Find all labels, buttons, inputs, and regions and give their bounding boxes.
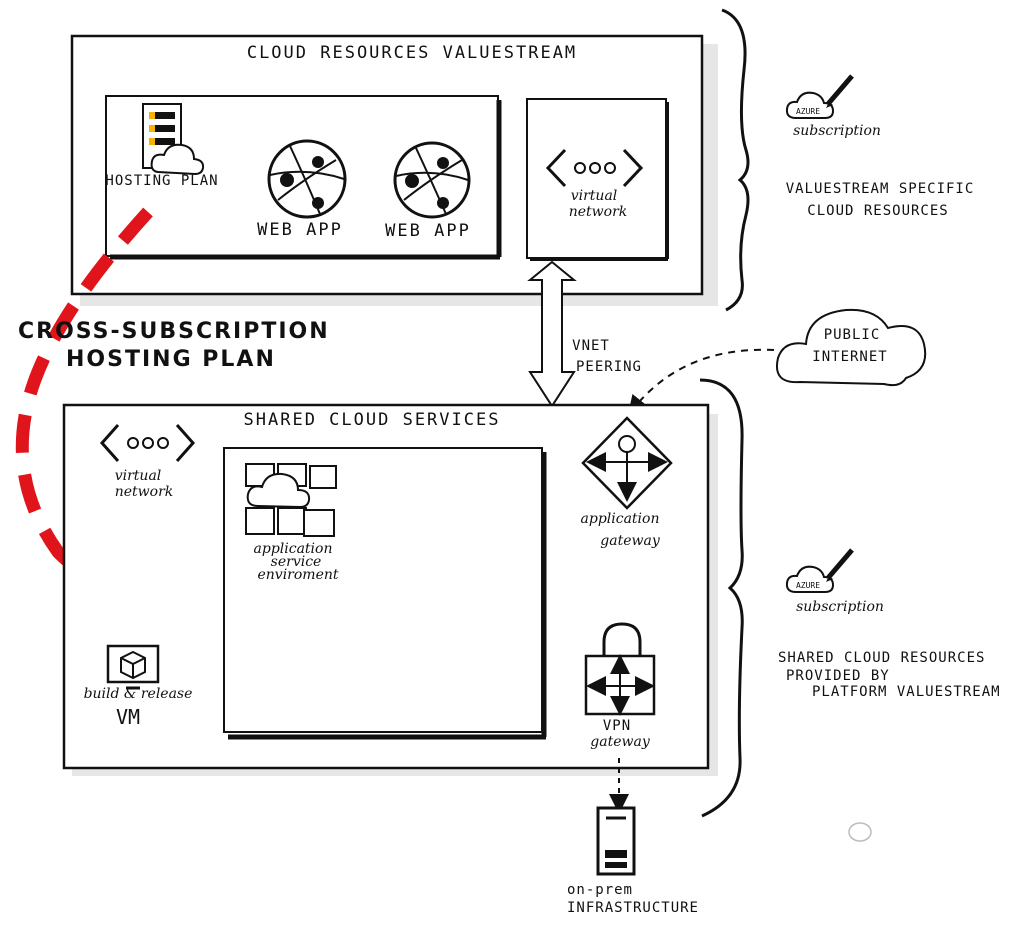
top-desc-line-1: VALUESTREAM SPECIFIC [786, 181, 975, 197]
virtual-network-icon [99, 424, 196, 462]
azure-badge: AZURE [796, 581, 820, 590]
app-service-environment-icon [245, 463, 337, 537]
hosting-plan-label: HOSTING PLAN [105, 173, 218, 189]
internet-connection-arrow [627, 348, 775, 416]
vnet-top-label-2: network [569, 204, 628, 220]
cross-sub-line-1: CROSS-SUBSCRIPTION [18, 319, 330, 344]
vpn-gateway-label-2: gateway [590, 734, 651, 750]
peering-label-2: PEERING [576, 359, 642, 375]
build-vm-label-2: VM [116, 705, 140, 729]
vpn-gateway-label-1: VPN [603, 718, 631, 734]
application-gateway-icon [581, 416, 673, 510]
on-prem-server-icon [596, 806, 636, 876]
azure-badge: AZURE [796, 107, 820, 116]
vpn-gateway-icon [584, 622, 656, 716]
top-subscription-brace [721, 8, 750, 312]
bottom-desc-line-1: SHARED CLOUD RESOURCES [778, 650, 985, 666]
bottom-box-title: SHARED CLOUD SERVICES [244, 410, 501, 430]
vnet-top-label-1: virtual [571, 188, 618, 204]
web-app-icon [267, 139, 347, 219]
vnet-bottom-label-1: virtual [115, 468, 162, 484]
small-doodle [848, 822, 872, 842]
web-app-2-label: WEB APP [385, 221, 471, 241]
app-gateway-label-1: application [581, 511, 660, 527]
virtual-network-icon [545, 148, 644, 188]
ase-label-1: application [254, 541, 333, 557]
bottom-desc-line-3: PLATFORM VALUESTREAM [812, 684, 1001, 700]
build-release-vm-icon [106, 644, 160, 690]
hosting-plan-icon [142, 103, 205, 176]
bottom-subscription-label: subscription [796, 599, 884, 615]
virtual-network-top-frame [526, 98, 669, 261]
ase-label-3: enviroment [257, 567, 338, 583]
public-internet-line-2: INTERNET [812, 349, 887, 365]
top-box-title: CLOUD RESOURCES VALUESTREAM [247, 43, 577, 63]
ase-label-2: service [271, 554, 322, 570]
web-app-icon [393, 141, 471, 219]
build-vm-label-1: build & release [84, 686, 193, 702]
cross-sub-line-2: HOSTING PLAN [66, 347, 276, 372]
onprem-label-1: on-prem [567, 882, 633, 898]
app-gateway-label-2: gateway [600, 533, 661, 549]
bottom-desc-line-2: PROVIDED BY [786, 668, 890, 684]
web-app-1-label: WEB APP [257, 220, 343, 240]
top-desc-line-2: CLOUD RESOURCES [807, 203, 948, 219]
onprem-label-2: INFRASTRUCTURE [567, 900, 699, 916]
public-internet-line-1: PUBLIC [824, 327, 881, 343]
peering-label-1: VNET [572, 338, 610, 354]
azure-cloud-icon [785, 74, 854, 119]
azure-cloud-icon [785, 548, 854, 593]
vnet-bottom-label-2: network [115, 484, 174, 500]
bottom-subscription-brace [699, 378, 744, 818]
public-internet-cloud [776, 308, 927, 387]
top-subscription-label: subscription [793, 123, 881, 139]
